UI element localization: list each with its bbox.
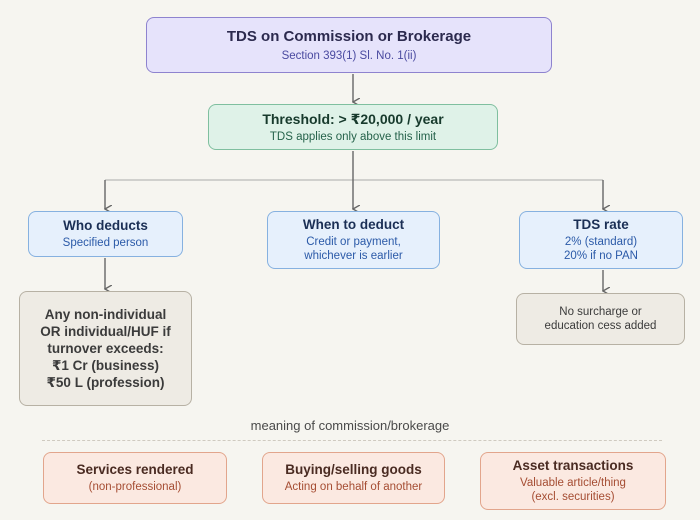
tds-rate-detail-node: No surcharge or education cess added	[516, 293, 685, 345]
who-deducts-detail-line: Any non-individual	[44, 307, 167, 322]
who-deducts-detail-line: ₹1 Cr (business)	[52, 358, 159, 373]
root-node: TDS on Commission or Brokerage Section 3…	[146, 17, 552, 73]
tds-rate-line: 20% if no PAN	[564, 250, 638, 262]
tds-rate-line: 2% (standard)	[564, 236, 638, 248]
when-to-deduct-title: When to deduct	[302, 217, 405, 232]
meaning-card-line: Valuable article/thing	[520, 477, 626, 489]
who-deducts-title: Who deducts	[63, 218, 148, 233]
meaning-card-line: (excl. securities)	[531, 491, 615, 503]
when-to-deduct-line: Credit or payment,	[306, 236, 401, 248]
meaning-card-title: Asset transactions	[512, 458, 634, 473]
who-deducts-detail-line: OR individual/HUF if	[40, 324, 171, 339]
threshold-subtitle: TDS applies only above this limit	[269, 130, 437, 143]
who-deducts-subtitle: Specified person	[62, 237, 149, 249]
meaning-card-line: Acting on behalf of another	[284, 481, 423, 493]
meaning-card-goods: Buying/selling goods Acting on behalf of…	[262, 452, 445, 504]
who-deducts-detail-line: ₹50 L (profession)	[46, 375, 165, 390]
meaning-card-title: Buying/selling goods	[285, 462, 422, 477]
meaning-section-label: meaning of commission/brokerage	[250, 418, 450, 433]
when-to-deduct-line: whichever is earlier	[304, 250, 403, 262]
meaning-card-title: Services rendered	[76, 462, 194, 477]
tds-rate-detail-line: No surcharge or	[559, 306, 642, 318]
who-deducts-detail-line: turnover exceeds:	[47, 341, 164, 356]
meaning-card-line: (non-professional)	[88, 481, 182, 493]
meaning-card-services: Services rendered (non-professional)	[43, 452, 227, 504]
threshold-title: Threshold: > ₹20,000 / year	[262, 110, 444, 127]
root-title: TDS on Commission or Brokerage	[226, 27, 472, 45]
tds-rate-node: TDS rate 2% (standard) 20% if no PAN	[519, 211, 683, 269]
tds-rate-detail-line: education cess added	[544, 320, 657, 332]
tds-rate-title: TDS rate	[573, 217, 629, 232]
root-subtitle: Section 393(1) Sl. No. 1(ii)	[281, 49, 417, 62]
when-to-deduct-node: When to deduct Credit or payment, whiche…	[267, 211, 440, 269]
who-deducts-detail-node: Any non-individual OR individual/HUF if …	[19, 291, 192, 406]
threshold-node: Threshold: > ₹20,000 / year TDS applies …	[208, 104, 498, 150]
meaning-card-assets: Asset transactions Valuable article/thin…	[480, 452, 666, 510]
section-divider	[42, 440, 662, 441]
who-deducts-node: Who deducts Specified person	[28, 211, 183, 257]
